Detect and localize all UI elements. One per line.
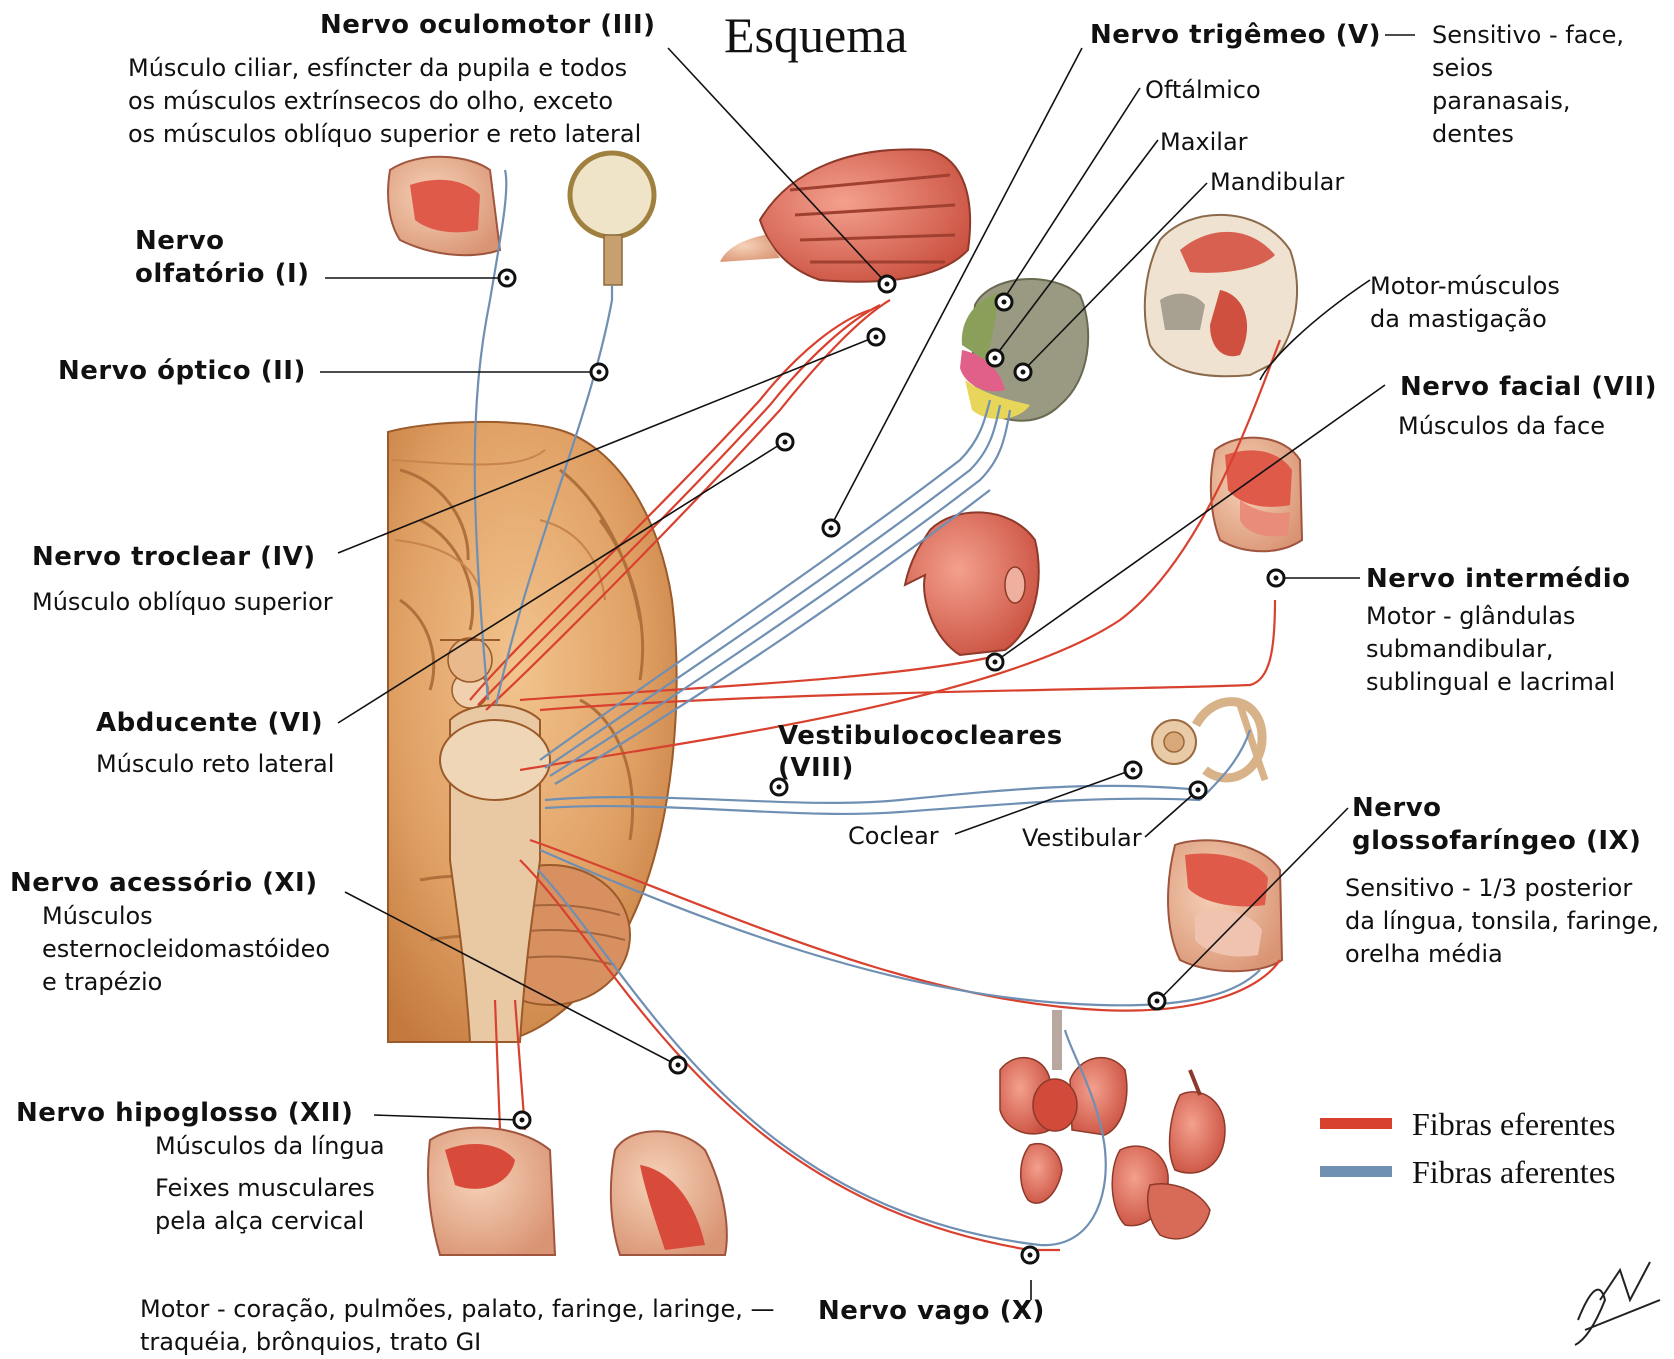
trigeminal-label: Nervo trigêmeo (V)	[1090, 22, 1381, 48]
trigeminal-branch-maxillary: Maxilar	[1160, 130, 1248, 154]
glossopharyngeal-label: Nervo glossofaríngeo (IX)	[1352, 792, 1641, 858]
vagus-description: Motor - coração, pulmões, palato, faring…	[140, 1293, 774, 1359]
trochlear-description: Músculo oblíquo superior	[32, 590, 333, 614]
glossopharyngeal-description: Sensitivo - 1/3 posterior da língua, ton…	[1345, 872, 1659, 971]
legend-swatch-afferent	[1320, 1166, 1392, 1177]
trigeminal-branch-ophthalmic: Oftálmico	[1145, 78, 1261, 102]
oculomotor-description: Músculo ciliar, esfíncter da pupila e to…	[128, 52, 641, 151]
trigeminal-motor-description: Motor-músculos da mastigação	[1370, 270, 1560, 336]
olfactory-label: Nervo olfatório (I)	[135, 225, 310, 291]
vestibulocochlear-label: Vestibulococleares (VIII)	[778, 720, 1063, 784]
trigeminal-description: Sensitivo - face, seios paranasais, dent…	[1432, 19, 1624, 151]
accessory-label: Nervo acessório (XI)	[10, 870, 318, 896]
optic-label: Nervo óptico (II)	[58, 358, 306, 384]
artist-signature	[1575, 1262, 1660, 1345]
accessory-description: Músculos esternocleidomastóideo e trapéz…	[42, 900, 330, 999]
intermediate-label: Nervo intermédio	[1366, 566, 1631, 592]
intermediate-description: Motor - glândulas submandibular, subling…	[1366, 600, 1615, 699]
facial-description: Músculos da face	[1398, 414, 1605, 438]
oculomotor-label: Nervo oculomotor (III)	[320, 12, 656, 38]
trigeminal-branch-mandibular: Mandibular	[1210, 170, 1344, 194]
hypoglossal-description: Músculos da língua Feixes musculares pel…	[155, 1130, 385, 1238]
legend-swatch-efferent	[1320, 1118, 1392, 1129]
vagus-label: Nervo vago (X)	[818, 1298, 1045, 1324]
diagram-title: Esquema	[724, 10, 907, 60]
cochlear-branch-label: Coclear	[848, 824, 939, 848]
trochlear-label: Nervo troclear (IV)	[32, 544, 316, 570]
legend-afferent-label: Fibras aferentes	[1412, 1156, 1615, 1188]
abducens-label: Abducente (VI)	[96, 710, 323, 736]
vestibular-branch-label: Vestibular	[1022, 826, 1142, 850]
facial-label: Nervo facial (VII)	[1400, 374, 1657, 400]
hypoglossal-label: Nervo hipoglosso (XII)	[16, 1100, 353, 1126]
legend-efferent-label: Fibras eferentes	[1412, 1108, 1615, 1140]
abducens-description: Músculo reto lateral	[96, 752, 334, 776]
